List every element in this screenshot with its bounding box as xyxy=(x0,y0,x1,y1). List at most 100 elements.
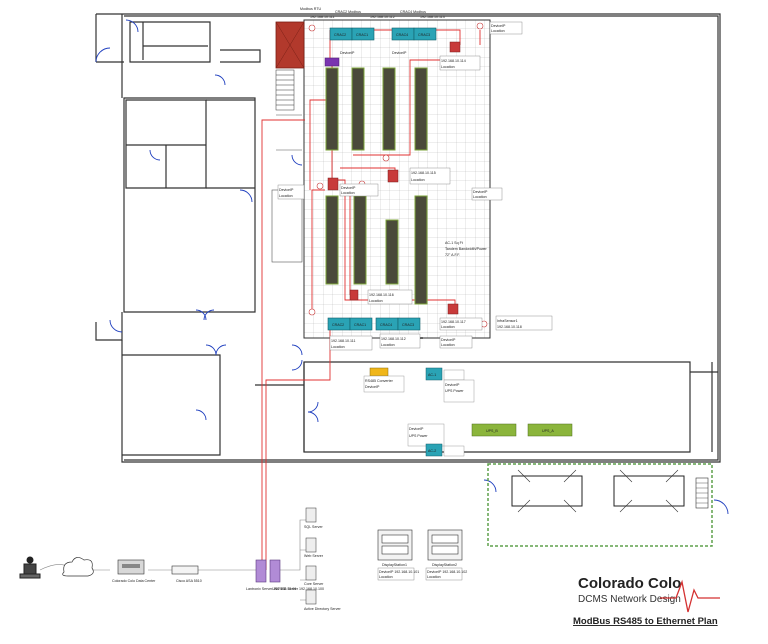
rack-row xyxy=(414,195,428,305)
crac-label: CRAC4 xyxy=(380,323,392,327)
company-name: Colorado Colo xyxy=(578,575,681,592)
crac-label: CRAC1 xyxy=(354,323,366,327)
display-ip: DeviceIP 192.168.10.102 xyxy=(427,570,467,574)
modbus-label: Modbus RTU xyxy=(300,7,322,11)
device-label: DeviceIP xyxy=(341,186,356,190)
crac-unit xyxy=(397,317,421,331)
ac-label: AC-1 xyxy=(428,373,436,377)
door-swings xyxy=(95,19,729,515)
switch-icon xyxy=(269,559,281,583)
device-ip: 192.168.10.112 xyxy=(370,15,395,19)
router-label: Cisco ASA 5510 xyxy=(176,579,202,583)
rack-rows xyxy=(325,67,428,305)
device-ip: DeviceIP xyxy=(340,51,355,55)
stairs xyxy=(275,69,295,111)
ups-label: UPS_A xyxy=(542,429,554,433)
server-label: SQL Server xyxy=(304,525,323,529)
rack-row xyxy=(351,67,365,151)
sensor-device xyxy=(349,289,359,301)
device-label: InfraSensor1 xyxy=(497,319,518,323)
rack-row xyxy=(325,67,339,151)
room-note: 72" A.F.F. xyxy=(445,253,460,257)
switch-label: UNIFIED Server 192.168.10.100 xyxy=(272,587,324,591)
device-label: Location xyxy=(441,343,455,347)
rack-row xyxy=(414,67,428,151)
room-note: AC-1 Sq Ft xyxy=(445,241,463,245)
plan-title: ModBus RS485 to Ethernet Plan xyxy=(573,616,718,627)
device-label: DeviceIP xyxy=(441,338,456,342)
crac-unit xyxy=(413,27,437,41)
sensor-device xyxy=(327,177,339,191)
generator-yard xyxy=(487,463,713,547)
rack-row xyxy=(353,195,367,285)
crac-label: CRAC3 xyxy=(418,33,430,37)
rack-row xyxy=(382,67,396,151)
display-location: Location xyxy=(427,575,441,579)
generator xyxy=(613,475,685,507)
device-label: 192.168.10.112 xyxy=(381,337,406,341)
rack-row xyxy=(325,195,339,285)
crac-unit xyxy=(349,317,373,331)
network-section: Colorado Colo Data Center Cisco ASA 5510… xyxy=(19,507,467,611)
display-label: DisplayStation2 xyxy=(432,563,457,567)
device-label: RS485 Converter xyxy=(365,379,394,383)
device-label: 192.168.10.118 xyxy=(497,325,522,329)
server-label: Active Directory Server xyxy=(304,607,342,611)
ac-unit xyxy=(425,443,443,457)
device-label: 192.168.10.111 xyxy=(331,339,355,343)
crac-label: CRAC1 xyxy=(356,33,368,37)
datacenter-label: Colorado Colo Data Center xyxy=(112,579,156,583)
ac-label: AC-2 xyxy=(428,449,436,453)
device-label: DeviceIP xyxy=(409,427,424,431)
modbus-label: CRAC4 Modbus xyxy=(400,10,426,14)
crac-label: CRAC2 xyxy=(334,33,346,37)
crac-unit xyxy=(351,27,375,41)
ups-room: RS485 Converter DeviceIP AC-1 DeviceIP U… xyxy=(363,367,573,457)
company-subtitle: DCMS Network Design xyxy=(578,594,681,605)
sensor-device xyxy=(449,41,461,53)
device-ip: DeviceIP xyxy=(392,51,407,55)
device-label: Location xyxy=(473,195,487,199)
building-icon xyxy=(117,559,145,575)
device-ip: 192.168.10.111 xyxy=(310,15,334,19)
ups-unit xyxy=(471,423,517,437)
modbus-gateway xyxy=(324,57,340,67)
room-notes: AC-1 Sq Ft Tandem Bandwidth/Power 72" A.… xyxy=(445,241,488,257)
router-icon xyxy=(171,565,199,575)
device-label: Location xyxy=(341,191,355,195)
switch-icon xyxy=(255,559,267,583)
device-label: DeviceIP xyxy=(473,190,488,194)
device-label: Location xyxy=(411,178,425,182)
device-label: 192.168.10.117 xyxy=(441,320,466,324)
device-label: 192.168.10.116 xyxy=(369,293,394,297)
device-label: 192.168.10.115 xyxy=(411,171,436,175)
device-tables: DeviceIP Location 192.168.10.114 Locatio… xyxy=(277,21,553,351)
server-label: Core Server xyxy=(304,582,324,586)
device-label: 192.168.10.114 xyxy=(441,59,466,63)
device-label: UPS Power xyxy=(445,389,464,393)
heartbeat-logo xyxy=(660,579,720,613)
ac-unit xyxy=(425,367,443,381)
modbus-label: CRAC2 Modbus xyxy=(335,10,361,14)
display-location: Location xyxy=(379,575,393,579)
device-label: Location xyxy=(279,194,293,198)
device-ip: 192.168.10.113 xyxy=(420,15,445,19)
server-label: Web Server xyxy=(304,554,324,558)
device-label: DeviceIP xyxy=(445,383,460,387)
transfer-switch xyxy=(369,367,389,377)
device-label: Location xyxy=(369,299,383,303)
display-label: DisplayStation1 xyxy=(382,563,407,567)
switch-label: Lantronix Server 192.168.10.99 xyxy=(246,587,296,591)
room-note: Tandem Bandwidth/Power xyxy=(445,247,488,251)
device-label: Location xyxy=(491,29,505,33)
rack-row xyxy=(385,219,399,285)
display-stations xyxy=(377,529,463,561)
device-label: DeviceIP xyxy=(365,385,380,389)
sensor-device xyxy=(387,169,399,183)
device-label: DeviceIP xyxy=(279,188,294,192)
ups-unit xyxy=(527,423,573,437)
display-ip: DeviceIP 192.168.10.101 xyxy=(379,570,419,574)
device-label: Location xyxy=(331,345,345,349)
device-label: Location xyxy=(381,343,395,347)
